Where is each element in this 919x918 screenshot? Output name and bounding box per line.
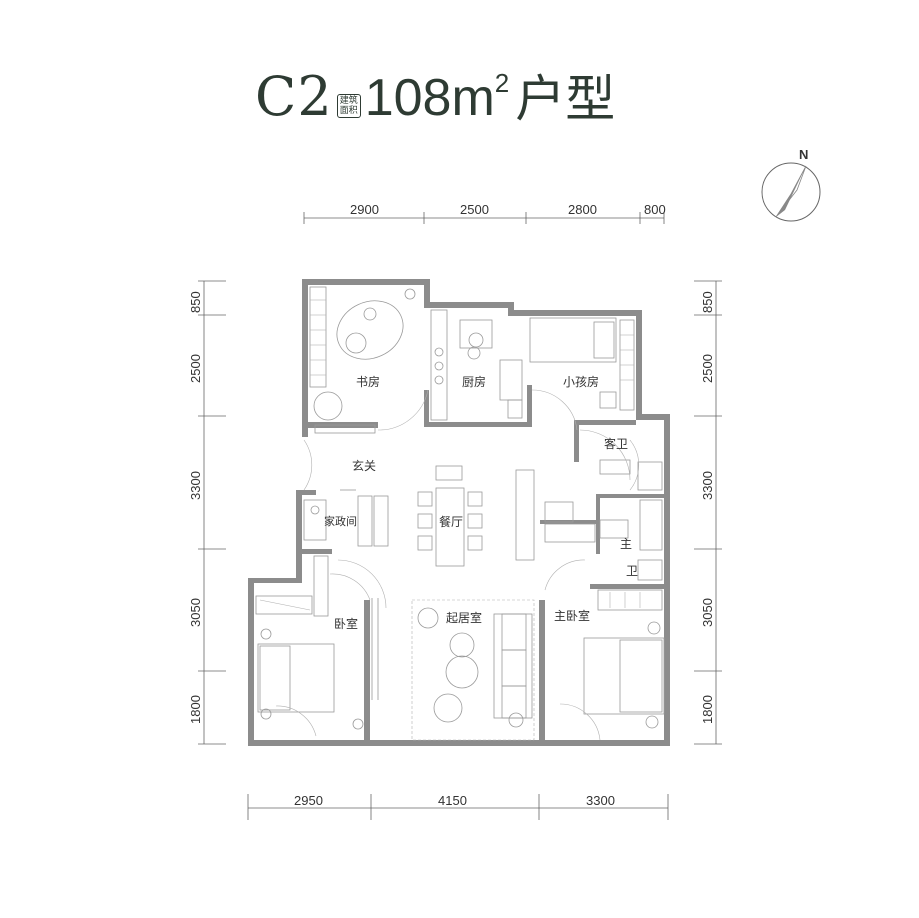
room-label-dining: 餐厅 [439, 514, 463, 529]
kitchen-furniture [430, 309, 523, 421]
room-label-guest-bath: 客卫 [604, 436, 628, 451]
dim-right-3: 3300 [700, 471, 715, 500]
title-area: 108m2 [364, 69, 510, 127]
dim-bottom-2: 4150 [438, 793, 467, 808]
room-label-master-bedroom: 主卧室 [554, 608, 590, 623]
room-label-utility: 家政间 [324, 514, 357, 528]
kids-room-furniture [529, 317, 635, 431]
dim-left-5: 1800 [188, 695, 203, 724]
utility-room-fixtures [303, 489, 389, 547]
bottom-dimensions: 2950 4150 3300 [247, 793, 669, 820]
area-badge: 建筑 面积 [336, 94, 361, 118]
top-dimensions: 2900 2500 2800 800 [303, 202, 666, 224]
study-furniture [309, 286, 429, 434]
master-bedroom-furniture [559, 589, 665, 741]
room-label-study: 书房 [356, 374, 380, 389]
plan-title: C2 建筑 面积 108m2 户型 [255, 44, 616, 128]
dim-left-4: 3050 [188, 598, 203, 627]
walls [248, 279, 670, 746]
area-badge-line1: 建筑 [339, 96, 358, 106]
dim-top-1: 2900 [350, 202, 379, 217]
compass: N [761, 147, 821, 222]
room-label-kitchen: 厨房 [462, 374, 486, 389]
dim-bottom-3: 3300 [586, 793, 615, 808]
dim-right-5: 1800 [700, 695, 715, 724]
dim-right-1: 850 [700, 291, 715, 313]
dining-furniture [417, 429, 631, 567]
right-dimensions: 850 2500 3300 3050 1800 [694, 280, 722, 745]
room-label-master-bath-1: 主 [620, 537, 632, 551]
living-room-furniture [371, 598, 535, 741]
dim-top-4: 800 [644, 202, 666, 217]
room-label-bedroom: 卧室 [334, 616, 358, 631]
dim-right-2: 2500 [700, 354, 715, 383]
dim-top-3: 2800 [568, 202, 597, 217]
compass-circle [761, 162, 821, 222]
dim-right-4: 3050 [700, 598, 715, 627]
room-label-foyer: 玄关 [352, 458, 376, 473]
guest-bath-fixtures [599, 439, 663, 491]
door-arcs [303, 439, 586, 609]
title-type: 户型 [515, 70, 616, 128]
dim-bottom-1: 2950 [294, 793, 323, 808]
bedroom-furniture [255, 555, 364, 737]
compass-north-label: N [799, 147, 808, 162]
room-labels: 书房 厨房 小孩房 客卫 玄关 家政间 餐厅 主 卫 卧室 起居室 主卧室 [324, 374, 638, 631]
room-label-kids-room: 小孩房 [563, 374, 599, 389]
room-label-master-bath-2: 卫 [626, 564, 638, 578]
area-badge-line2: 面积 [339, 106, 358, 116]
dim-left-1: 850 [188, 291, 203, 313]
room-label-living-room: 起居室 [446, 610, 482, 625]
dim-top-2: 2500 [460, 202, 489, 217]
title-code: C2 [255, 65, 333, 128]
title-area-value: 108m [364, 69, 495, 127]
master-bath-fixtures [599, 499, 663, 581]
dim-left-2: 2500 [188, 354, 203, 383]
title-area-sup: 2 [494, 68, 510, 98]
dim-left-3: 3300 [188, 471, 203, 500]
left-dimensions: 850 2500 3300 3050 1800 [188, 280, 226, 745]
